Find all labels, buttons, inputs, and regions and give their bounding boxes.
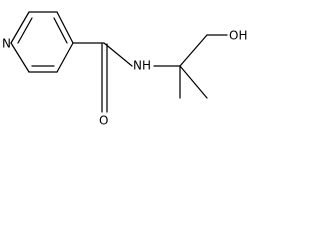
chemical-structure-diagram: N NH O OH [2, 11, 247, 128]
hydroxyl-label: OH [229, 29, 247, 43]
ring-bond-c3-c4 [56, 11, 74, 44]
ring-bond-n-c2 [10, 11, 30, 44]
bond-quaternary-ch2 [179, 34, 208, 67]
ring-bond-c6-n [10, 42, 30, 73]
ring-double-bond-n-c2 [17, 17, 33, 44]
carbonyl-oxygen-label: O [99, 114, 108, 128]
bond-quaternary-methyl-right [179, 65, 208, 99]
ring-nitrogen-label: N [2, 37, 11, 51]
amide-nh-label: NH [133, 59, 151, 73]
bond-carbonyl-nh [103, 42, 133, 67]
pyridine-ring [10, 11, 74, 73]
ring-bond-c4-c5 [56, 42, 74, 73]
ring-double-bond-c3-c4 [53, 17, 68, 44]
